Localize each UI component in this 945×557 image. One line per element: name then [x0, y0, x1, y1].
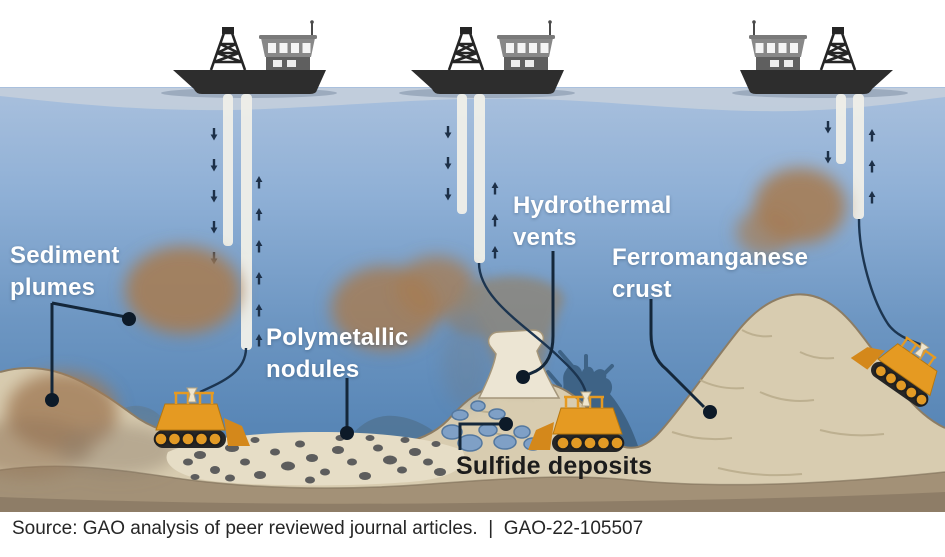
riser-pipe: [241, 94, 252, 350]
label-hydrothermal-vents: Hydrothermal vents: [513, 192, 672, 251]
riser-pipe: [853, 94, 864, 219]
label-sulfide-deposits: Sulfide deposits: [456, 452, 653, 480]
leader-lines: [50, 251, 706, 450]
deployment-pipe: [457, 94, 467, 214]
riser-pipes: [223, 94, 864, 350]
label-sediment-plumes: Sediment plumes: [10, 242, 120, 301]
smoke-shadow: [442, 312, 490, 408]
deep-sediment-layer: [0, 492, 945, 512]
sediment-plume-seafloor: [0, 372, 178, 478]
leader-dots: [45, 312, 717, 440]
label-ferromanganese-crust: Ferromanganese crust: [612, 244, 809, 303]
sediment-plume-midwater: [125, 168, 846, 350]
deployment-pipe: [223, 94, 233, 246]
scene-illustration: [0, 18, 945, 512]
deployment-pipe: [836, 94, 846, 164]
label-polymetallic-nodules: Polymetallic nodules: [266, 324, 409, 383]
source-caption: Source: GAO analysis of peer reviewed jo…: [12, 518, 644, 539]
riser-pipe: [474, 94, 485, 263]
